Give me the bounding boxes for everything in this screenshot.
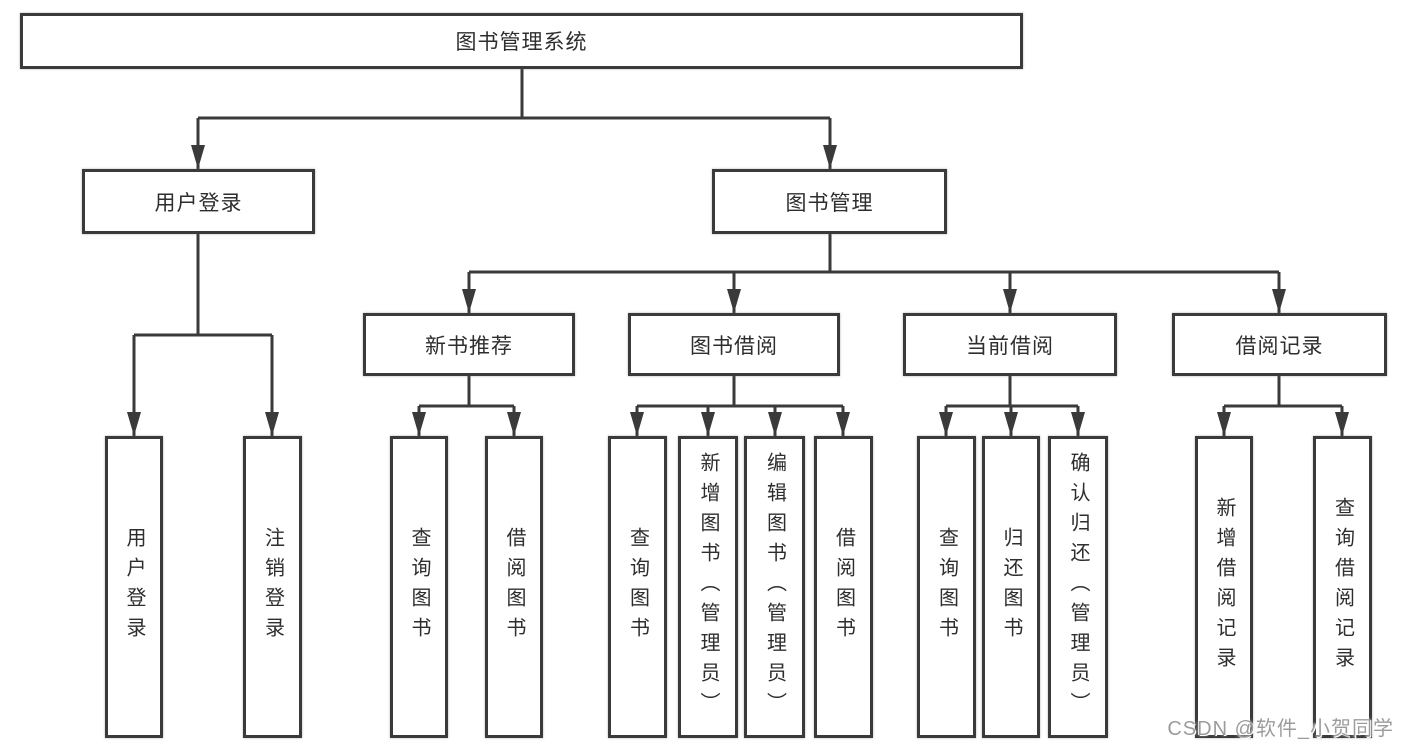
node-label: 借阅记录: [1235, 334, 1324, 358]
leaf-add-book-admin: 新增图书（管理员）: [678, 436, 738, 738]
node-book-borrowing: 图书借阅: [628, 313, 840, 376]
node-label: 借阅图书: [832, 527, 855, 647]
node-label: 查询借阅记录: [1331, 497, 1354, 677]
node-new-book-recommend: 新书推荐: [363, 313, 575, 376]
node-label: 确认归还（管理员）: [1067, 452, 1089, 722]
leaf-user-login: 用户登录: [105, 436, 163, 738]
csdn-watermark: CSDN @软件_小贺同学: [1167, 718, 1394, 740]
node-user-login: 用户登录: [82, 169, 315, 234]
leaf-query-books-current: 查询图书: [917, 436, 976, 738]
node-label: 查询图书: [626, 527, 649, 647]
node-label: 归还图书: [1000, 527, 1022, 647]
node-label: 图书管理: [785, 191, 874, 215]
leaf-borrow-books-recommend: 借阅图书: [485, 436, 543, 738]
node-label: 编辑图书（管理员）: [763, 452, 786, 722]
node-label: 借阅图书: [503, 527, 525, 647]
leaf-query-books-recommend: 查询图书: [390, 436, 448, 738]
node-label: 新增借阅记录: [1213, 497, 1235, 677]
node-label: 新增图书（管理员）: [697, 452, 719, 722]
node-label: 查询图书: [408, 527, 430, 647]
node-current-borrowing: 当前借阅: [903, 313, 1117, 376]
node-label: 用户登录: [154, 191, 243, 215]
leaf-borrow-books-borrowing: 借阅图书: [814, 436, 873, 738]
node-library-system: 图书管理系统: [20, 13, 1023, 69]
node-label: 图书管理系统: [455, 31, 588, 54]
node-label: 当前借阅: [966, 334, 1054, 358]
leaf-logout: 注销登录: [243, 436, 302, 738]
leaf-return-books: 归还图书: [982, 436, 1040, 738]
leaf-add-borrow-record: 新增借阅记录: [1195, 436, 1253, 738]
node-label: 图书借阅: [690, 334, 778, 358]
leaf-edit-book-admin: 编辑图书（管理员）: [744, 436, 805, 738]
leaf-query-books-borrowing: 查询图书: [608, 436, 667, 738]
leaf-confirm-return-admin: 确认归还（管理员）: [1048, 436, 1108, 738]
node-book-management: 图书管理: [712, 169, 947, 234]
node-label: 注销登录: [261, 527, 284, 647]
node-label: 查询图书: [935, 527, 958, 647]
node-label: 用户登录: [123, 527, 145, 647]
node-borrowing-records: 借阅记录: [1172, 313, 1387, 376]
leaf-query-borrow-record: 查询借阅记录: [1313, 436, 1372, 738]
node-label: 新书推荐: [425, 334, 513, 358]
